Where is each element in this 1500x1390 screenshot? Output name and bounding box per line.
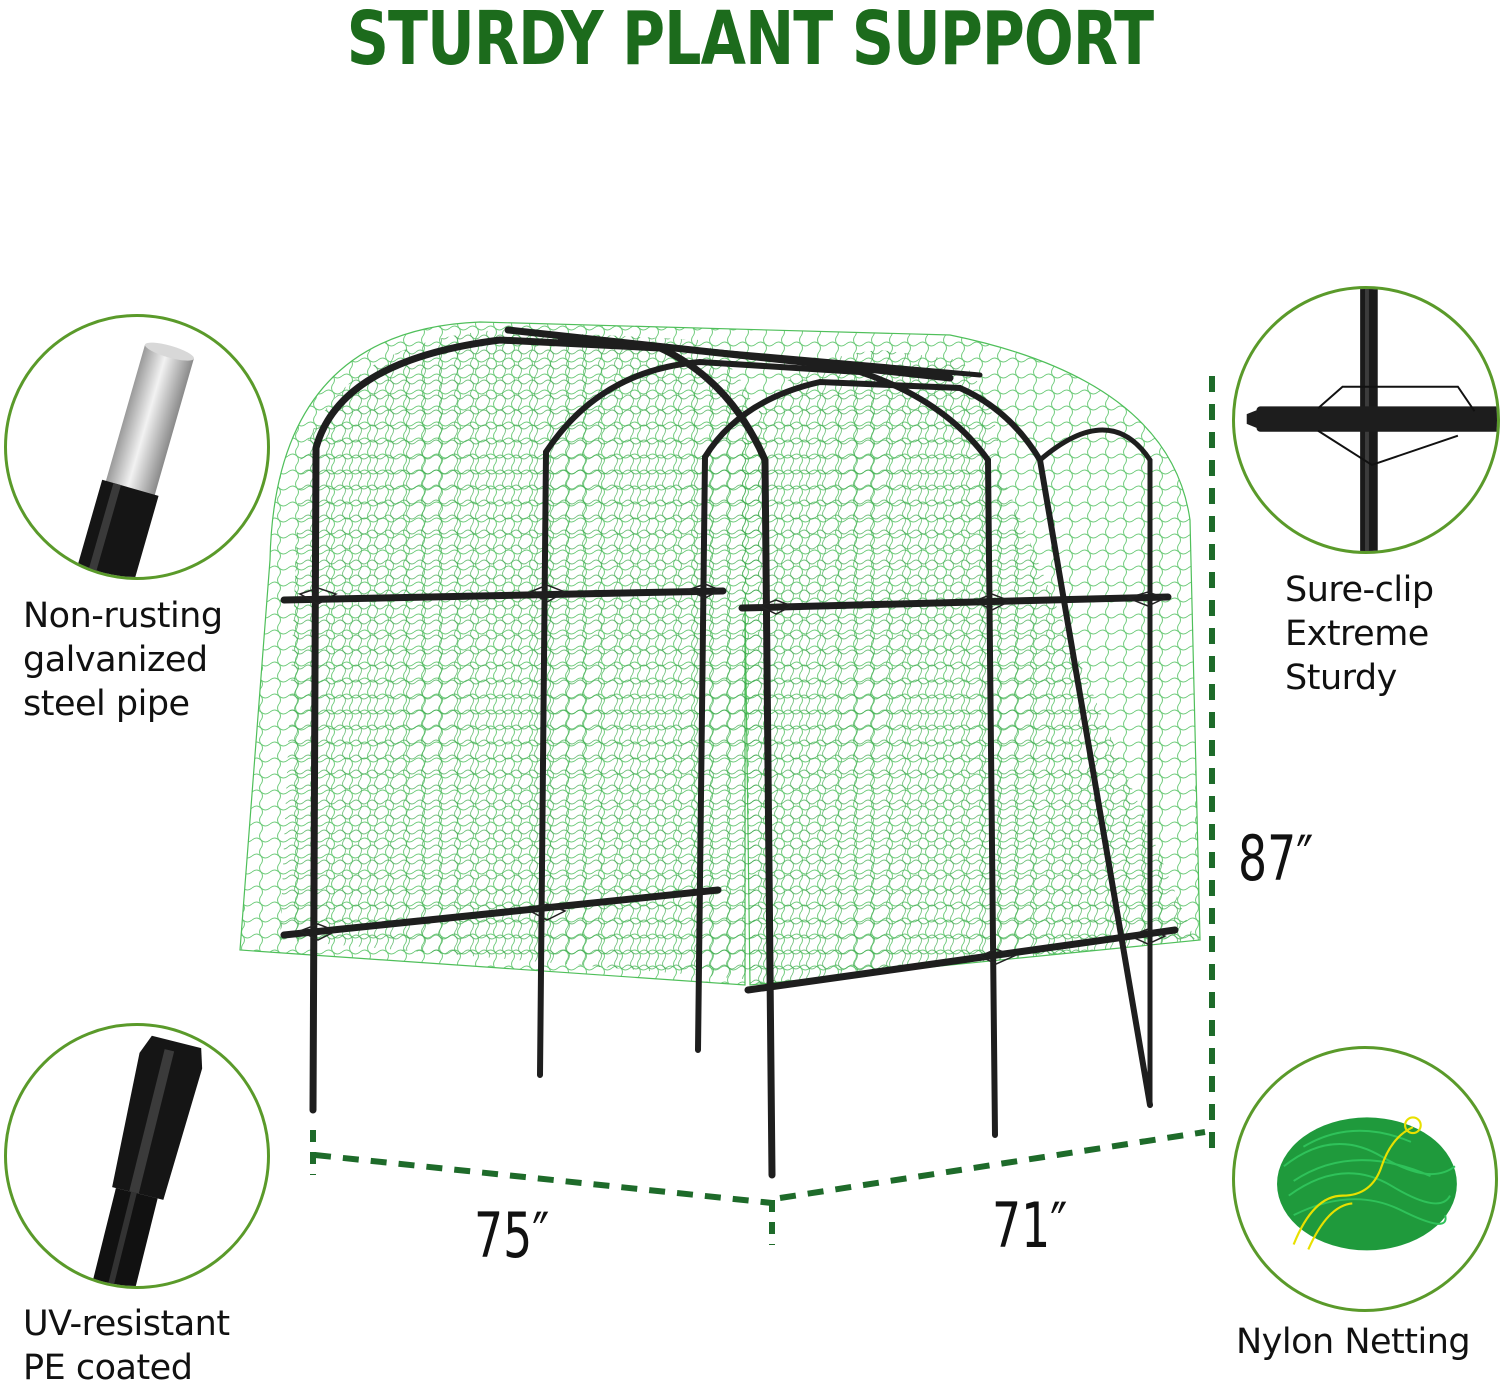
feature-badge-nylon-netting <box>1232 1046 1498 1312</box>
feature-badge-pe-coated <box>4 1023 270 1289</box>
nylon-netting-bundle-icon <box>1277 1116 1457 1251</box>
height-dimension-label: 87″ <box>1238 822 1314 895</box>
netting-cover <box>239 321 1201 986</box>
page-title: STURDY PLANT SUPPORT <box>346 0 1154 82</box>
dimension-lines <box>310 376 1215 1245</box>
sure-clip-connector-icon <box>1246 289 1497 551</box>
feature-caption-pe-coated: UV-resistant PE coated <box>23 1304 230 1388</box>
depth-dimension-label: 71″ <box>992 1189 1068 1262</box>
trellis-frame <box>280 326 1179 1179</box>
feature-caption-sure-clip: Sure-clip Extreme Sturdy <box>1285 570 1434 698</box>
feature-caption-steel-pipe: Non-rusting galvanized steel pipe <box>23 596 223 724</box>
feature-badge-sure-clip <box>1232 286 1500 554</box>
feature-badge-steel-pipe <box>4 314 270 580</box>
pe-coated-stake-icon <box>87 1035 203 1286</box>
crossbar-clips <box>298 583 1167 965</box>
galvanized-steel-pipe-icon <box>67 342 194 577</box>
width-dimension-label: 75″ <box>474 1199 550 1272</box>
feature-caption-nylon-netting: Nylon Netting <box>1236 1322 1471 1362</box>
